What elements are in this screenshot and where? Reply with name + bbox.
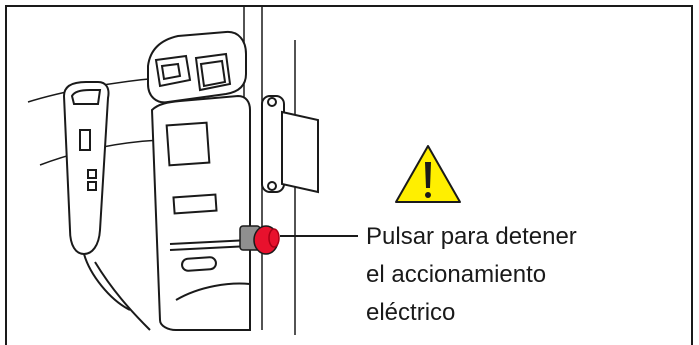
hand-pendant	[62, 81, 151, 331]
warning-triangle-icon	[395, 145, 461, 203]
side-bracket	[261, 95, 319, 194]
emergency-stop-button-icon	[239, 225, 280, 255]
rocker-switch-icon	[194, 52, 232, 92]
control-column	[147, 30, 251, 331]
callout-label: Pulsar para detener el accionamiento elé…	[366, 218, 686, 332]
figure-border	[5, 5, 693, 345]
callout-line-3: eléctrico	[366, 299, 456, 326]
rocker-switch-icon	[154, 54, 192, 88]
callout-line-1: Pulsar para detener	[366, 223, 577, 250]
callout-line-2: el accionamiento	[366, 261, 547, 288]
